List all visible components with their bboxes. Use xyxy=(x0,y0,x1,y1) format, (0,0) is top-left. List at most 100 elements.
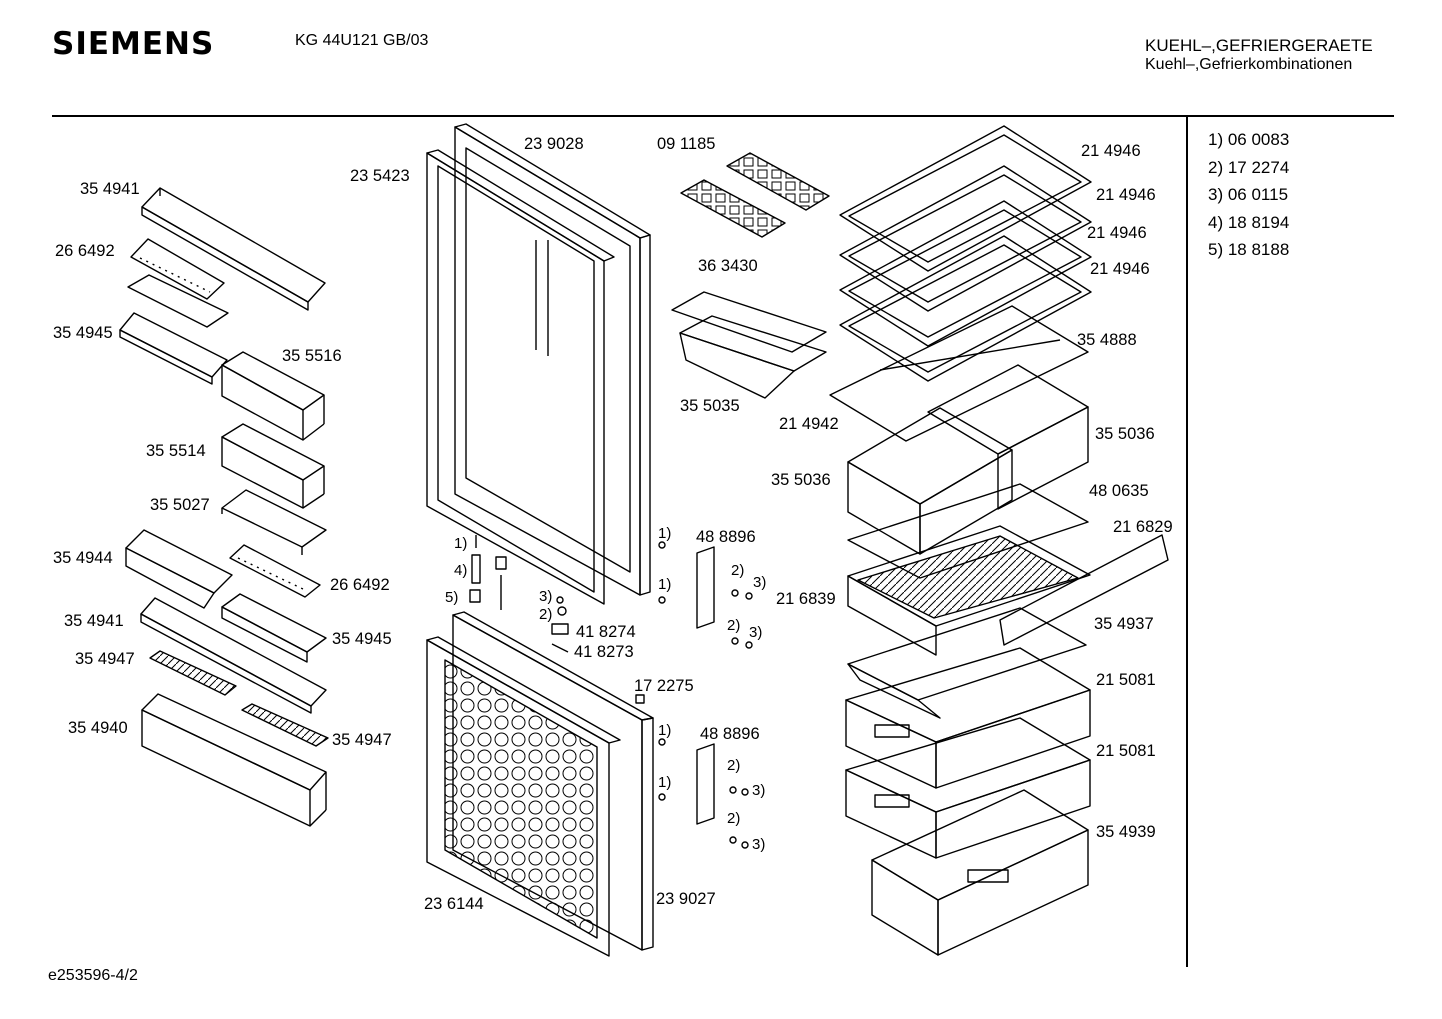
part-label: 21 4946 xyxy=(1081,142,1141,160)
part-label: 41 8273 xyxy=(574,643,634,661)
model-number: KG 44U121 GB/03 xyxy=(295,32,429,49)
ref-marker: 1) xyxy=(658,722,672,739)
legend-item: 3) 06 0115 xyxy=(1208,185,1289,204)
part-label: 36 3430 xyxy=(698,257,758,275)
cover-plate xyxy=(127,274,229,328)
part-label: 09 1185 xyxy=(657,135,716,153)
part-label: 48 8896 xyxy=(700,725,760,743)
balcony-bottom xyxy=(141,693,327,827)
guard-clip-1 xyxy=(149,650,237,696)
fasteners xyxy=(635,541,753,849)
screw-set-upper xyxy=(469,535,569,653)
fridge-door-gasket xyxy=(426,149,615,605)
glass-shelf-2 xyxy=(839,165,1092,312)
balcony-right-small xyxy=(221,593,327,663)
ref-marker: 3) xyxy=(749,624,763,641)
ref-marker: 1) xyxy=(658,525,672,542)
fridge-door xyxy=(454,123,651,596)
part-label: 35 4941 xyxy=(80,180,140,198)
bottle-box-1 xyxy=(221,351,325,441)
balcony-middle xyxy=(125,529,233,609)
legend-item: 2) 17 2274 xyxy=(1208,157,1290,177)
balcony-lower xyxy=(140,597,327,714)
part-label: 35 5036 xyxy=(1095,425,1155,443)
part-label: 35 5035 xyxy=(680,397,740,415)
category-subtitle: Kuehl–,Gefrierkombinationen xyxy=(1145,56,1353,73)
part-label: 17 2275 xyxy=(634,677,694,695)
part-label: 48 0635 xyxy=(1089,482,1149,500)
part-label: 26 6492 xyxy=(55,242,115,260)
part-label: 21 4946 xyxy=(1096,186,1156,204)
header-divider xyxy=(52,115,1394,117)
ref-marker: 1) xyxy=(658,576,672,593)
door-handle-upper xyxy=(696,546,715,629)
ref-marker: 1) xyxy=(454,535,468,552)
freezer-drawer-1 xyxy=(845,647,1091,789)
part-label: 21 4946 xyxy=(1090,260,1150,278)
ref-marker: 2) xyxy=(539,606,553,623)
guard-clip-2 xyxy=(241,703,329,747)
part-label: 23 9028 xyxy=(524,135,584,153)
egg-tray-bottom xyxy=(229,544,321,598)
ref-marker: 3) xyxy=(752,836,766,853)
freezer-grid-shelf xyxy=(847,525,1091,656)
part-label: 23 5423 xyxy=(350,167,410,185)
category-title: KUEHL–,GEFRIERGERAETE xyxy=(1145,36,1373,55)
freezer-tray xyxy=(847,607,1087,719)
crisper-cover xyxy=(829,305,1089,442)
part-label: 21 5081 xyxy=(1096,742,1156,760)
ref-marker: 5) xyxy=(445,589,459,606)
glass-shelf-4 xyxy=(839,235,1092,382)
part-label: 35 4941 xyxy=(64,612,124,630)
door-handle-lower xyxy=(696,743,715,825)
part-label: 35 5516 xyxy=(282,347,342,365)
legend-divider xyxy=(1186,117,1188,967)
part-label: 35 5514 xyxy=(146,442,206,460)
legend-list: 1) 06 0083 2) 17 2274 3) 06 0115 4) 18 8… xyxy=(1208,126,1289,264)
legend-item: 4) 18 8194 xyxy=(1208,212,1290,232)
ref-marker: 3) xyxy=(753,574,767,591)
part-label: 35 4888 xyxy=(1077,331,1137,349)
ref-marker: 2) xyxy=(727,617,741,634)
legend-item: 1) 06 0083 xyxy=(1208,130,1290,149)
bin-shelf xyxy=(847,483,1089,579)
part-label: 35 4947 xyxy=(332,731,392,749)
freezer-drawer-2 xyxy=(845,717,1091,859)
ice-tray-back xyxy=(726,152,830,211)
part-label: 26 6492 xyxy=(330,576,390,594)
legend-item: 5) 18 8188 xyxy=(1208,240,1290,259)
part-label: 35 4944 xyxy=(53,549,113,567)
part-label: 35 4947 xyxy=(75,650,135,668)
glass-shelf-3 xyxy=(839,200,1092,347)
cheese-tray xyxy=(679,315,827,399)
part-label: 35 4945 xyxy=(332,630,392,648)
vegetable-bin-left xyxy=(847,407,1013,555)
door-balcony-top xyxy=(141,187,326,311)
part-label: 35 4940 xyxy=(68,719,128,737)
part-label: 41 8274 xyxy=(576,623,636,641)
part-label: 23 6144 xyxy=(424,895,484,913)
glass-shelf-1 xyxy=(839,125,1092,272)
ref-marker: 2) xyxy=(731,562,745,579)
part-label: 35 4937 xyxy=(1094,615,1154,633)
freezer-door-gasket xyxy=(426,636,621,957)
part-label: 23 9027 xyxy=(656,890,716,908)
part-label: 35 5027 xyxy=(150,496,210,514)
bottle-box-2 xyxy=(221,423,325,509)
ref-marker: 2) xyxy=(727,757,741,774)
ref-marker: 3) xyxy=(752,782,766,799)
brand-logo: SIEMENS xyxy=(52,26,215,62)
small-balcony xyxy=(119,312,228,385)
ref-marker: 4) xyxy=(454,562,468,579)
part-label: 21 6829 xyxy=(1113,518,1173,536)
document-id: e253596-4/2 xyxy=(48,967,138,984)
ref-marker: 3) xyxy=(539,588,553,605)
cheese-tray-lid xyxy=(671,291,827,353)
part-label: 21 6839 xyxy=(776,590,836,608)
flap xyxy=(999,534,1169,646)
part-label: 21 4942 xyxy=(779,415,839,433)
egg-tray-top xyxy=(130,238,225,300)
part-label: 35 5036 xyxy=(771,471,831,489)
ice-tray-front xyxy=(680,179,786,238)
